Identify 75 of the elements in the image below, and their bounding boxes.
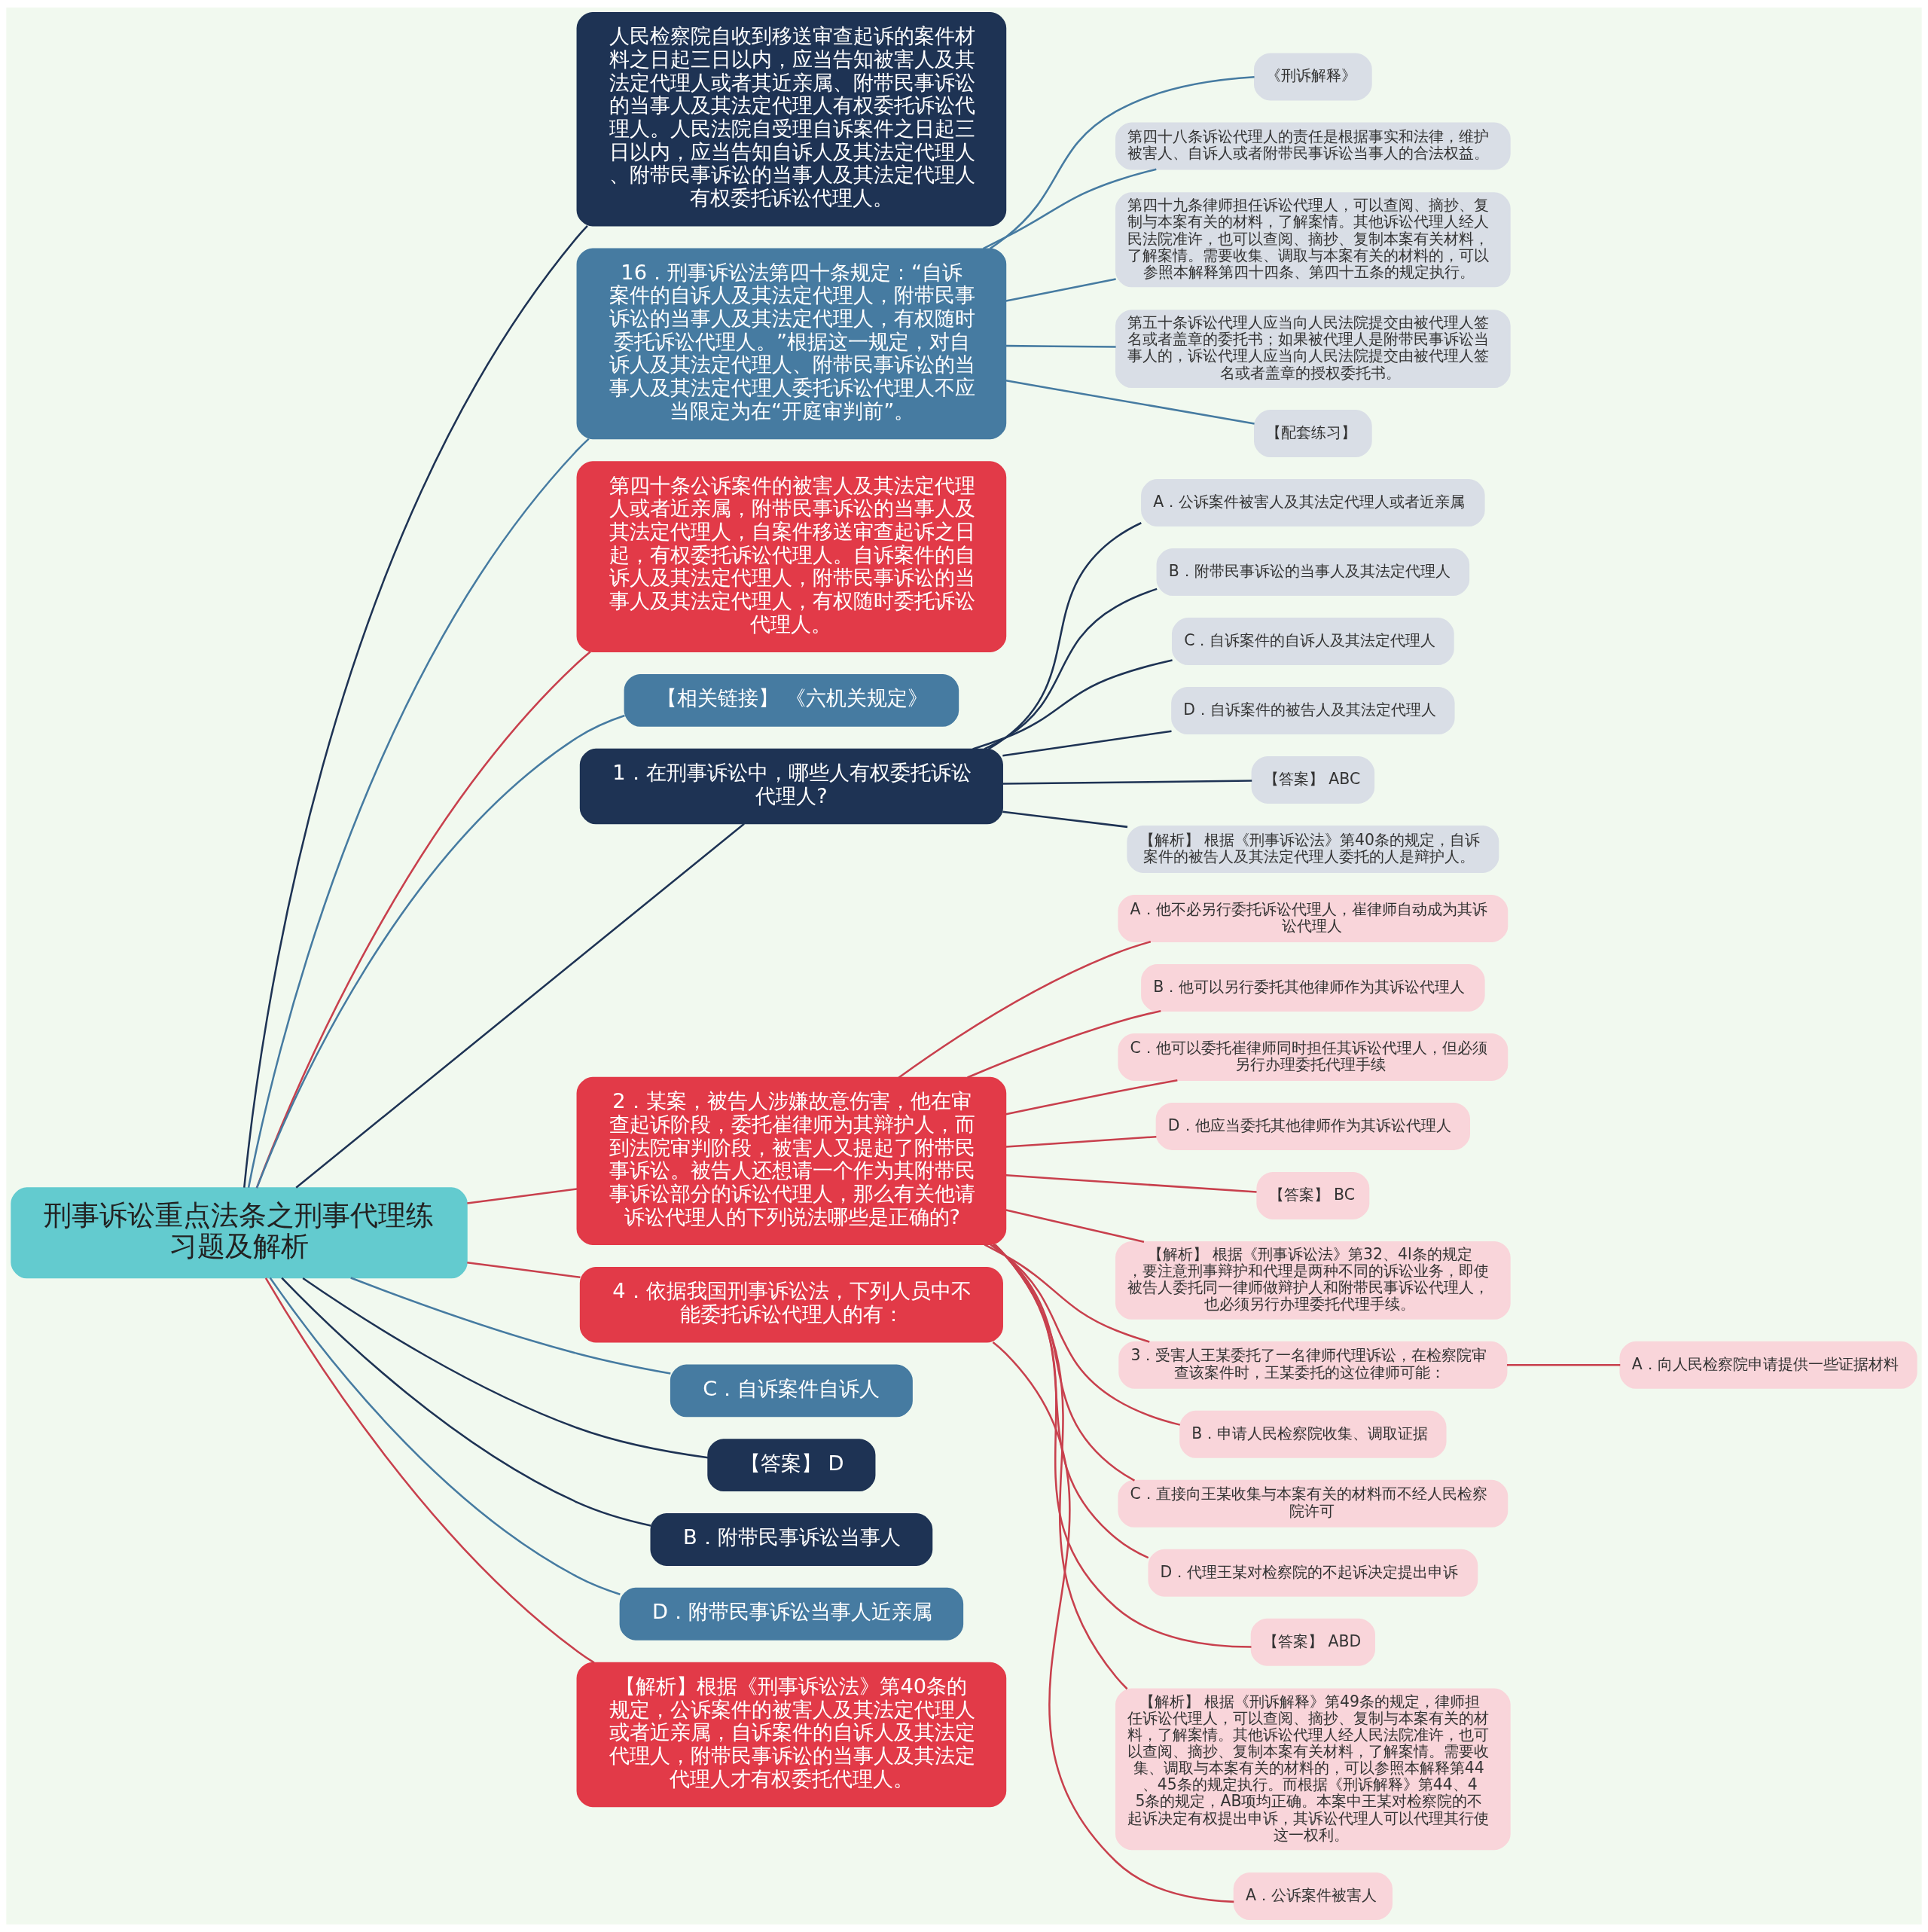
connector (1002, 730, 1172, 757)
node-box: C．直接向王某收集与本案有关的材料而不经人民检察院许可 (1118, 1479, 1509, 1528)
node-box: 4．依据我国刑事诉讼法，下列人员中不能委托诉讼代理人的有： (579, 1266, 1003, 1343)
connector (992, 1244, 1135, 1482)
connector (982, 168, 1157, 250)
node-box: C．自诉案件自诉人 (670, 1364, 913, 1418)
node-box: 第五十条诉讼代理人应当向人民法院提交由被代理人签名或者盖章的委托书；如果被代理人是附带民事诉讼当事人的，诉讼代理人应当向人民法院提交由被代理人签名或者盖章的授权委托书。 (1115, 310, 1511, 389)
node-box: D．附带民事诉讼当事人近亲属 (619, 1587, 964, 1641)
connector (898, 941, 1152, 1079)
connector (247, 438, 590, 1188)
connector (990, 1244, 1181, 1426)
node-box: 3．受害人王某委托了一名律师代理诉讼，在检察院审查该案件时，王某委托的这位律师可能： (1118, 1341, 1508, 1389)
connector (350, 1277, 671, 1375)
connector (984, 588, 1158, 750)
connector (302, 1277, 709, 1459)
connector (989, 76, 1255, 250)
node-box: 第四十九条律师担任诉讼代理人，可以查阅、摘抄、复制与本案有关的材料，了解案情。其他诉讼代理人经人民法院准许，也可以查阅、摘抄、复制本案有关材料，了解案情。需要收集、调取与本案有关的材料的，可以参照本解释第四十四条、第四十五条的规定执行。 (1115, 192, 1511, 288)
node-box: 2．某案，被告人涉嫌故意伤害，他在审查起诉阶段，委托崔律师为其辩护人，而到法院审判阶段，被害人又提起了附带民事诉讼。被告人还想请一个作为其附带民事诉讼部分的诉讼代理人，那么有关他请诉讼代理人的下列说法哪些是正确的? (576, 1076, 1007, 1245)
connector (1005, 380, 1255, 425)
connector (255, 714, 625, 1189)
node-box: B．附带民事诉讼的当事人及其法定代理人 (1156, 548, 1470, 597)
node-box: 【解析】根据《刑事诉讼法》第40条的规定，公诉案件的被害人及其法定代理人或者近亲属，自诉案件的自诉人及其法定代理人，附带民事诉讼的当事人及其法定代理人才有权委托代理人。 (576, 1662, 1007, 1808)
node-box: 人民检察院自收到移送审查起诉的案件材料之日起三日以内，应当告知被害人及其法定代理人或者其近亲属、附带民事诉讼的当事人及其法定代理人有权委托诉讼代理人。人民法院自受理自诉案件之日起三日以内，应当告知自诉人及其法定代理人、附带民事诉讼的当事人及其法定代理人有权委托诉讼代理人。 (576, 11, 1007, 227)
connector (987, 522, 1142, 750)
connector (281, 1277, 651, 1527)
connector (1002, 810, 1128, 829)
connector (994, 1244, 1128, 1690)
node-box: 【解析】 根据《刑事诉讼法》第40条的规定，自诉案件的被告人及其法定代理人委托的人是辩护人。 (1127, 825, 1499, 873)
node-box: A．向人民检察院申请提供一些证据材料 (1619, 1341, 1917, 1389)
node-box: B．附带民事诉讼当事人 (650, 1513, 933, 1566)
node-box: C．他可以委托崔律师同时担任其诉讼代理人，但必须另行办理委托代理手续 (1118, 1033, 1509, 1081)
node-box: 第四十八条诉讼代理人的责任是根据事实和法律，维护被害人、自诉人或者附带民事诉讼当事人的合法权益。 (1115, 122, 1511, 170)
node-box: 【配套练习】 (1254, 410, 1372, 458)
node-box: A．公诉案件被害人及其法定代理人或者近亲属 (1141, 479, 1485, 527)
node-box: 16．刑事诉讼法第四十条规定：“自诉案件的自诉人及其法定代理人，附带民事诉讼的当事人及其法定代理人，有权随时委托诉讼代理人。”根据这一规定，对自诉人及其法定代理人、附带民事诉讼的当事人及其法定代理人委托诉讼代理人不应当限定为在“开庭审判前”。 (576, 248, 1007, 440)
connector (1005, 344, 1116, 348)
connector (255, 651, 591, 1189)
connector (1506, 1364, 1621, 1366)
node-box: 【答案】 BC (1256, 1171, 1370, 1219)
connector (264, 1277, 595, 1664)
connector (993, 1244, 1252, 1648)
node-box: A．公诉案件被害人 (1233, 1872, 1393, 1921)
connector (972, 659, 1173, 750)
connector (1005, 1174, 1257, 1193)
node-box: C．自诉案件的自诉人及其法定代理人 (1171, 618, 1454, 666)
node-box: D．自诉案件的被告人及其法定代理人 (1171, 687, 1455, 734)
connector (243, 224, 588, 1188)
node-box: D．他应当委托其他律师作为其诉讼代理人 (1155, 1102, 1470, 1150)
connector (984, 1244, 1150, 1343)
node-box: 【解析】 根据《刑事诉讼法》第32、4l条的规定，要注意刑事辩护和代理是两种不同的诉讼业务，即使被告人委托同一律师做辩护人和附带民事诉讼代理人，也必须另行办理委托代理手续。 (1115, 1241, 1511, 1320)
node-box: A．他不必另行委托诉讼代理人，崔律师自动成为其诉讼代理人 (1118, 894, 1509, 942)
node-box: 【答案】 ABD (1250, 1618, 1375, 1666)
connector (1005, 1135, 1157, 1148)
connector (467, 1188, 578, 1204)
connector (295, 823, 745, 1189)
connector (1005, 1209, 1145, 1243)
node-box: B．他可以另行委托其他律师作为其诉讼代理人 (1141, 963, 1485, 1012)
connector (1005, 1079, 1178, 1116)
node-box: 第四十条公诉案件的被害人及其法定代理人或者近亲属，附带民事诉讼的当事人及其法定代理人，自案件移送审查起诉之日起，有权委托诉讼代理人。自诉案件的自诉人及其法定代理人，附带民事诉讼的当事人及其法定代理人，有权随时委托诉讼代理人。 (576, 461, 1007, 652)
connector (269, 1277, 621, 1595)
node-box: 刑事诉讼重点法条之刑事代理练习题及解析 (11, 1187, 468, 1279)
node-box: 1．在刑事诉讼中，哪些人有权委托诉讼代理人? (579, 748, 1003, 825)
connector (992, 1341, 1234, 1903)
node-box: B．申请人民检察院收集、调取证据 (1179, 1410, 1447, 1458)
node-box: 【答案】 ABC (1251, 756, 1375, 804)
connector (967, 1009, 1161, 1079)
connector (467, 1261, 581, 1279)
connector (1005, 278, 1116, 302)
connector (1002, 780, 1252, 785)
connector (993, 1244, 1149, 1559)
node-box: 【答案】 D (707, 1439, 876, 1492)
node-box: 《刑诉解释》 (1254, 53, 1372, 101)
node-box: 【相关链接】 《六机关规定》 (624, 673, 959, 727)
node-box: 【解析】 根据《刑诉解释》第49条的规定，律师担任诉讼代理人，可以查阅、摘抄、复制与本案有关的材料，了解案情。其他诉讼代理人经人民法院准许，也可以查阅、摘抄、复制本案有关材料，了解案情。需要收集、调取与本案有关的材料的，可以参照本解释第44、45条的规定执行。而根据《刑诉解释》第44、45条的规定，AB项均正确。本案中王某对检察院的不起诉决定有权提出申诉，其诉讼代理人可以代理其行使这一权利。 (1115, 1688, 1511, 1851)
node-box: D．代理王某对检察院的不起诉决定提出申诉 (1148, 1549, 1478, 1597)
